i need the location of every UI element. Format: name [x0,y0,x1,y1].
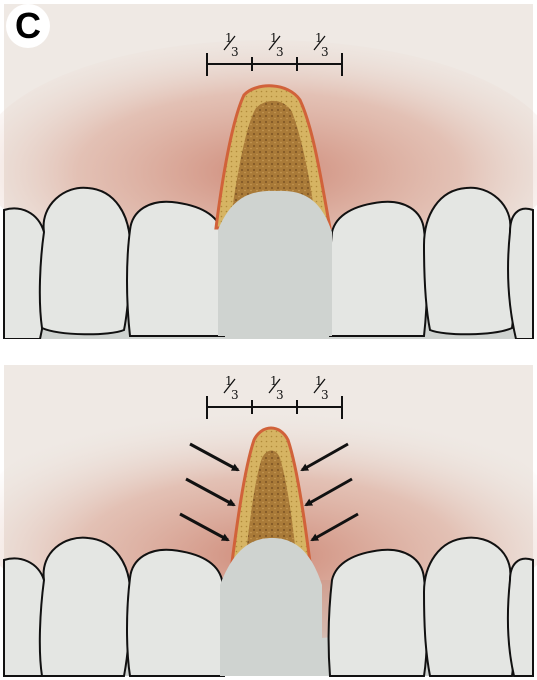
tooth-right-central [329,202,427,336]
tooth-right-lateral [424,538,514,676]
panel-label: C [6,4,50,48]
extraction-site-after [220,538,322,676]
tooth-left-central [127,202,225,336]
tooth-left-lateral [40,188,130,335]
tooth-left-central [127,550,225,676]
fraction-denominator: 3 [276,388,284,402]
panel-after: 1 3 1 3 1 3 [0,365,537,676]
extraction-site-before [218,191,332,336]
panel-before: 1 3 1 3 1 3 [0,4,537,339]
tooth-right-lateral [424,188,514,335]
fraction-denominator: 3 [231,388,239,402]
fraction-denominator: 3 [321,45,329,59]
tooth-far-right [508,559,533,676]
fraction-denominator: 3 [276,45,284,59]
tooth-right-central [329,550,427,676]
panel-divider [0,339,537,365]
tooth-left-lateral [40,538,130,676]
fraction-denominator: 3 [231,45,239,59]
tooth-far-right [508,209,533,339]
fraction-denominator: 3 [321,388,329,402]
